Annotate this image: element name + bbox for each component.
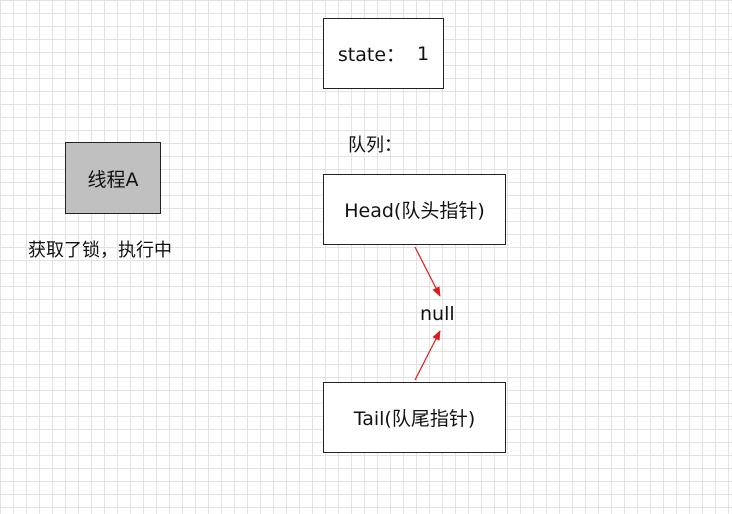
- state-value: 1: [417, 42, 430, 65]
- tail-to-null-arrow: [414, 330, 441, 381]
- queue-label: 队列：: [348, 135, 402, 156]
- head-to-null-arrow: [414, 246, 441, 297]
- tail-pointer-box: Tail(队尾指针): [323, 382, 506, 453]
- tail-pointer-label: Tail(队尾指针): [353, 408, 476, 430]
- thread-a-status: 获取了锁，执行中: [28, 240, 172, 261]
- null-label: null: [420, 303, 455, 325]
- state-box: state： 1: [323, 18, 444, 89]
- thread-a-box: 线程A: [65, 142, 161, 214]
- state-label: state：: [337, 44, 406, 66]
- head-pointer-box: Head(队头指针): [323, 174, 506, 245]
- head-pointer-label: Head(队头指针): [344, 200, 485, 222]
- thread-a-label: 线程A: [87, 168, 139, 191]
